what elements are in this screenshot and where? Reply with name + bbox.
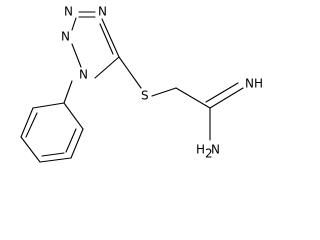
atom-n-top-left: N <box>64 5 73 19</box>
bond-ch2-c <box>175 87 211 109</box>
bond-ph-2-3 <box>70 128 84 159</box>
bond-n2-n3-side <box>71 17 77 31</box>
atom-nh2: H 2 N <box>196 143 220 161</box>
atom-nh2-subscript: 2 <box>205 147 213 161</box>
bond-ph-1-2 <box>63 102 84 130</box>
atom-s: S <box>141 89 149 103</box>
atom-nh2-h: H <box>196 143 205 157</box>
atom-nh2-n: N <box>211 143 220 157</box>
bond-ph-inner-c <box>41 152 65 157</box>
bond-n1-phenyl <box>63 80 73 104</box>
bond-c-nh <box>209 87 244 109</box>
bond-ph-3-4 <box>39 157 72 163</box>
bond-c-nh-double <box>205 82 239 103</box>
bond-ph-inner-b <box>25 112 38 138</box>
bond-c5-n1 <box>94 56 120 79</box>
bond-c5-n4-double <box>99 23 114 55</box>
atom-n-bottom: N <box>79 68 88 82</box>
atom-nh: NH <box>245 77 263 91</box>
bond-ph-4-5 <box>20 136 41 163</box>
bond-n3-c5 <box>101 18 120 58</box>
atom-n-top-right: N <box>98 5 107 19</box>
bond-n1-n2 <box>71 43 82 68</box>
bond-ph-5-6 <box>20 107 34 138</box>
bond-s-ch2 <box>151 87 177 97</box>
atom-n-left: N <box>61 30 70 44</box>
bond-c5-s <box>118 56 142 89</box>
bond-ph-6-1 <box>32 102 65 109</box>
bond-ph-inner-a <box>65 128 77 153</box>
chemical-structure: N N N N S NH H 2 N <box>20 5 263 163</box>
